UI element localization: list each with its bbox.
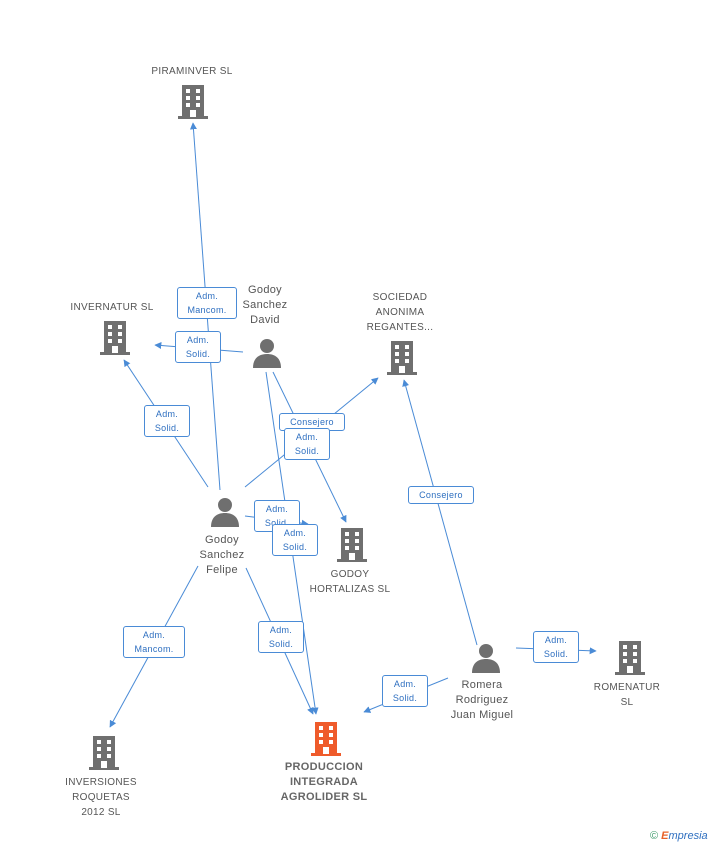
company-building-icon[interactable] [89, 736, 119, 770]
copyright-icon: © [650, 830, 659, 842]
company-building-icon[interactable] [178, 85, 208, 119]
edge-label-romera-romenatur[interactable]: Adm. Solid. [533, 631, 579, 663]
node-label-godoy-hortalizas: GODOY HORTALIZAS SL [309, 569, 391, 595]
brand-name: mpresia [668, 830, 708, 842]
edge-label-felipe-hortalizas-b[interactable]: Adm. Solid. [272, 524, 318, 556]
brand-letter: E [661, 830, 669, 842]
edge-label-felipe-produccion[interactable]: Adm. Solid. [258, 621, 304, 653]
main-company-building-icon[interactable] [311, 722, 341, 756]
edge-label-romera-sociedad[interactable]: Consejero [408, 486, 474, 504]
edge-romera-sociedad [402, 379, 478, 646]
company-building-icon[interactable] [100, 321, 130, 355]
node-label-romenatur: ROMENATUR SL [593, 682, 661, 708]
edge-label-felipe-inversiones[interactable]: Adm. Mancom. [123, 626, 185, 658]
person-icon[interactable] [471, 643, 501, 673]
node-label-invernatur: INVERNATUR SL [70, 302, 154, 313]
edge-label-romera-produccion[interactable]: Adm. Solid. [382, 675, 428, 707]
node-label-godoy-david: Godoy Sanchez David [242, 284, 288, 326]
node-label-sociedad: SOCIEDAD ANONIMA REGANTES... [366, 292, 434, 333]
edge-label-david-hortalizas[interactable]: Adm. Solid. [284, 428, 330, 460]
person-icon[interactable] [252, 338, 282, 368]
edge-label-felipe-piraminver[interactable]: Adm. Mancom. [177, 287, 237, 319]
company-building-icon[interactable] [615, 641, 645, 675]
node-label-romera: Romera Rodriguez Juan Miguel [450, 679, 514, 721]
node-label-piraminver: PIRAMINVER SL [151, 66, 233, 77]
person-icon[interactable] [210, 497, 240, 527]
edge-label-felipe-invernatur[interactable]: Adm. Solid. [144, 405, 190, 437]
node-label-inversiones: INVERSIONES ROQUETAS 2012 SL [65, 777, 137, 818]
node-label-godoy-felipe: Godoy Sanchez Felipe [199, 534, 245, 576]
company-building-icon[interactable] [337, 528, 367, 562]
edge-label-david-invernatur[interactable]: Adm. Solid. [175, 331, 221, 363]
company-building-icon[interactable] [387, 341, 417, 375]
empresia-logo: © Empresia [650, 830, 708, 842]
node-label-produccion: PRODUCCION INTEGRADA AGROLIDER SL [280, 761, 368, 803]
